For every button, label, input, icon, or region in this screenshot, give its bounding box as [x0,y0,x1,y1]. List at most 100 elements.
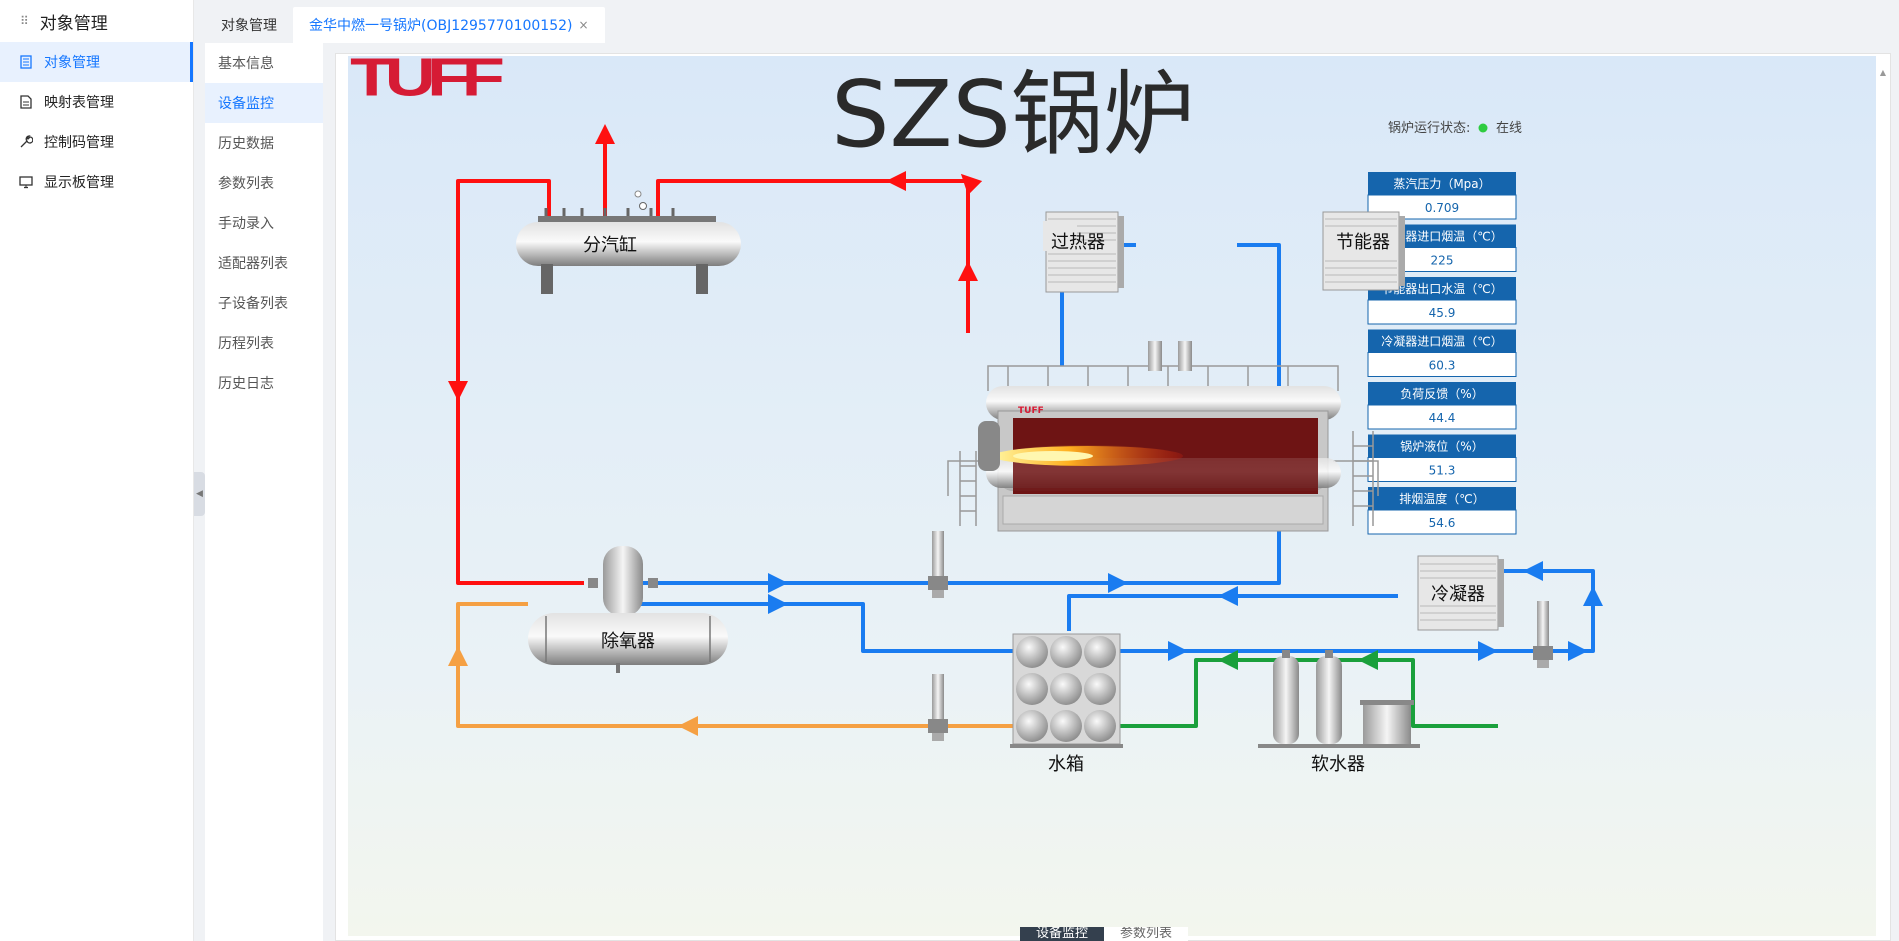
return-pipes [448,602,1013,736]
gauge-card: 冷凝器进口烟温（℃） 60.3 [1367,329,1517,377]
gauge-label: 排烟温度（℃） [1399,491,1484,506]
sidebar-title: 对象管理 [39,13,108,34]
gauge-header [1368,172,1516,195]
grid-icon[interactable]: ⠿ [20,14,29,28]
tab-boiler-detail[interactable]: 金华中燃一号锅炉(OBJ1295770100152) × [293,7,605,43]
tab-label: 对象管理 [221,18,277,34]
water-tank[interactable]: 水箱 [1010,633,1123,775]
subnav-item-basic-info[interactable]: 基本信息 [218,56,274,72]
gauge-value: 54.6 [1429,516,1456,530]
bottom-tab-device-monitor[interactable]: 设备监控 [1020,927,1105,941]
gauge-value: 225 [1431,254,1454,268]
tuff-logo: TUFF [350,47,512,107]
pump-condenser[interactable] [1533,601,1553,668]
bottom-tab-bar: 设备监控 参数列表 [1020,927,1189,941]
scrollbar[interactable]: ▲ [1876,54,1890,940]
pump-lower[interactable] [928,674,948,741]
condenser-label: 冷凝器 [1431,584,1485,605]
gauge-value: 60.3 [1429,359,1456,373]
gauge-card: 负荷反馈（%） 44.4 [1367,382,1517,430]
sidebar-item-label: 显示板管理 [44,175,114,191]
gauge-label: 锅炉液位（%） [1400,439,1483,454]
tab-object-management[interactable]: 对象管理 [205,7,293,43]
subnav-item-param-list[interactable]: 参数列表 [218,176,274,192]
sidebar-item-mapping-table[interactable]: 映射表管理 [0,82,193,122]
pump-upper[interactable] [928,531,948,598]
superheater[interactable]: 过热器 [1043,211,1124,293]
gauge-card: 蒸汽压力（Mpa） 0.709 [1367,172,1517,220]
collapse-sidebar-handle[interactable]: ◀ [194,472,205,516]
sidebar-header: ⠿ 对象管理 [0,0,193,42]
gauge-value-box [1367,404,1517,430]
subnav-item-history-log[interactable]: 历史日志 [218,376,274,392]
economizer[interactable]: 节能器 [1322,211,1405,291]
economizer-label: 节能器 [1336,232,1390,253]
gauge-label: 蒸汽压力（Mpa） [1393,176,1490,191]
sidebar-item-object-management[interactable]: 对象管理 [0,42,193,82]
deaerator[interactable]: 除氧器 [528,546,728,673]
subnav-item-manual-entry[interactable]: 手动录入 [218,216,274,232]
gauge-value: 45.9 [1429,306,1456,320]
water-softener-label: 软水器 [1311,754,1365,775]
close-icon[interactable]: × [578,18,589,32]
water-tank-label: 水箱 [1048,754,1084,775]
gauge-value: 44.4 [1429,411,1456,425]
subnav-item-subdevice-list[interactable]: 子设备列表 [218,296,288,312]
sidebar-item-label: 控制码管理 [44,135,114,151]
sidebar-item-label: 映射表管理 [44,95,114,111]
condenser[interactable]: 冷凝器 [1417,555,1504,631]
gauge-value: 51.3 [1429,464,1456,478]
gauge-header [1368,329,1516,353]
gauge-value: 0.709 [1425,201,1459,215]
gauge-header [1368,487,1516,510]
superheater-label: 过热器 [1051,232,1105,253]
steam-header-label: 分汽缸 [583,234,637,256]
sidebar-item-control-code[interactable]: 控制码管理 [0,122,193,162]
file-icon [18,94,34,110]
gauge-value-box [1367,352,1517,377]
subnav-item-process-list[interactable]: 历程列表 [218,336,274,352]
gauge-value-box [1367,299,1517,325]
gauge-header [1368,382,1516,405]
soft-water-pipes [1120,650,1498,728]
boiler-brand-label: TUFF [1018,406,1044,416]
gauge-label: 负荷反馈（%） [1400,387,1483,401]
subnav-item-device-monitor[interactable]: 设备监控 [205,83,323,123]
book-icon [18,54,34,70]
monitor-icon [18,174,34,190]
boiler[interactable]: TUFF [947,341,1379,532]
status-indicator-icon [1478,123,1488,133]
gauge-card: 排烟温度（℃） 54.6 [1367,487,1517,535]
sidebar: ⠿ 对象管理 对象管理 映射表管理 控制码管理 显示板管理 [0,0,194,941]
wrench-icon [18,134,34,150]
boiler-process-diagram: TUFF SZS锅炉 锅炉运行状态: 在线 蒸汽压力（Mpa） 0.709 节能器进… [348,47,1876,936]
gauge-value-box [1367,457,1517,482]
gauge-card: 锅炉液位（%） 51.3 [1367,434,1517,482]
status-label: 锅炉运行状态: [1388,120,1470,136]
diagram-title: SZS锅炉 [831,61,1195,168]
gauge-header [1368,434,1516,458]
subnav-item-adapter-list[interactable]: 适配器列表 [218,256,288,272]
gauge-panel: 蒸汽压力（Mpa） 0.709 节能器进口烟温（℃） 225 节能器出口水温（℃） 45.… [1367,172,1517,535]
water-softener[interactable]: 软水器 [1258,650,1420,775]
monitor-panel: ▲ TUFF [335,47,1891,941]
tab-bar: 对象管理 金华中燃一号锅炉(OBJ1295770100152) × [205,0,1899,43]
scroll-up-icon: ▲ [1879,68,1887,77]
gauge-label: 冷凝器进口烟温（℃） [1381,334,1502,349]
steam-pipes [448,124,983,585]
gauge-label: 节能器出口水温（℃） [1381,282,1502,296]
gauge-value-box [1367,194,1517,220]
tab-label: 金华中燃一号锅炉(OBJ1295770100152) [309,18,573,34]
subnav-item-history-data[interactable]: 历史数据 [218,136,274,152]
svg-text:TUFF: TUFF [350,56,503,107]
sidebar-item-display-board[interactable]: 显示板管理 [0,162,193,202]
steam-header[interactable]: 分汽缸 [516,190,741,294]
detail-subnav: 基本信息 设备监控 历史数据 参数列表 手动录入 适配器列表 子设备列表 历程列… [205,43,323,941]
gauge-label: 节能器进口烟温（℃） [1381,230,1502,244]
bottom-tab-param-list[interactable]: 参数列表 [1104,927,1189,941]
status-value: 在线 [1496,121,1522,136]
chevron-left-icon: ◀ [196,489,203,499]
gauge-value-box [1367,509,1517,535]
deaerator-label: 除氧器 [601,631,655,652]
sidebar-item-label: 对象管理 [44,55,100,71]
